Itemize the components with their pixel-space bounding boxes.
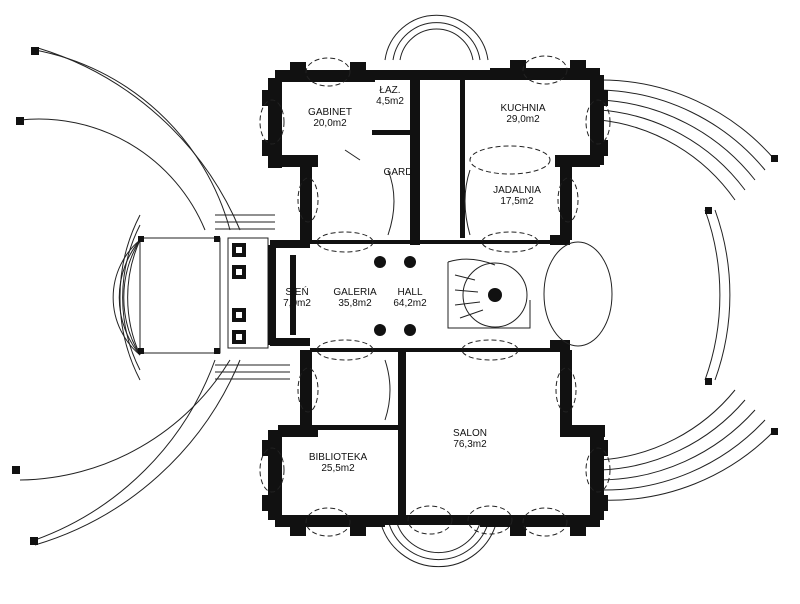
- left-curved-stairs: [12, 47, 290, 546]
- room-name: BIBLIOTEKA: [308, 452, 368, 463]
- room-area: 35,8m2: [338, 298, 372, 309]
- outer-walls: [262, 60, 608, 536]
- room-label-hall: HALL 64,2m2: [393, 287, 426, 309]
- room-label-jadalnia: JADALNIA 17,5m2: [493, 185, 541, 207]
- room-label-kuchnia: KUCHNIA 29,0m2: [500, 103, 545, 125]
- room-label-laz: ŁAZ. 4,5m2: [376, 85, 404, 107]
- room-name: GABINET: [308, 107, 352, 118]
- room-name: ŁAZ.: [379, 85, 401, 96]
- room-name: GALERIA: [333, 287, 377, 298]
- entrance-columns: [227, 237, 269, 349]
- room-label-gard: GARD: [384, 167, 413, 178]
- room-label-galeria: GALERIA 35,8m2: [333, 287, 376, 309]
- room-name: GARD: [383, 167, 413, 178]
- room-area: 64,2m2: [393, 298, 427, 309]
- room-name: SIEŃ: [285, 287, 309, 298]
- room-area: 7,0m2: [283, 298, 311, 309]
- room-area: 25,5m2: [321, 463, 355, 474]
- room-label-salon: SALON 76,3m2: [453, 428, 487, 450]
- room-label-sien: SIEŃ 7,0m2: [283, 287, 311, 309]
- room-area: 20,0m2: [313, 118, 347, 129]
- room-area: 17,5m2: [500, 196, 534, 207]
- bay-windows: [379, 14, 498, 568]
- room-area: 76,3m2: [453, 439, 487, 450]
- right-curved-terrace: [599, 79, 778, 501]
- window-arcs: [259, 55, 611, 537]
- room-label-gabinet: GABINET 20,0m2: [308, 107, 352, 129]
- room-area: 4,5m2: [376, 96, 404, 107]
- room-name: SALON: [453, 428, 487, 439]
- room-name: HALL: [397, 287, 423, 298]
- room-label-biblioteka: BIBLIOTEKA 25,5m2: [309, 452, 367, 474]
- room-area: 29,0m2: [506, 114, 540, 125]
- room-name: JADALNIA: [493, 185, 541, 196]
- room-name: KUCHNIA: [500, 103, 546, 114]
- hall-features: [344, 149, 613, 421]
